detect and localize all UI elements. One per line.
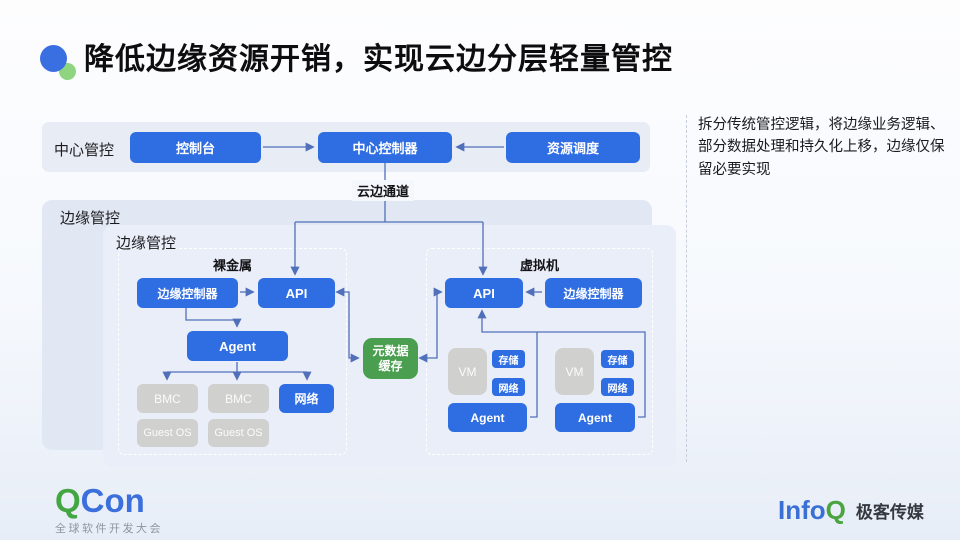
bm-network-node: 网络 — [279, 384, 334, 413]
vertical-dashed-divider — [686, 115, 687, 462]
bare-metal-zone-label: 裸金属 — [212, 258, 252, 273]
bm-guest-os2-node: Guest OS — [208, 419, 269, 447]
title-bullet-blue-circle-icon — [40, 45, 67, 72]
qcon-logo: QCon 全球软件开发大会 — [55, 484, 163, 536]
metadata-cache-line2: 缓存 — [378, 358, 403, 373]
page-title: 降低边缘资源开销，实现云边分层轻量管控 — [84, 43, 673, 76]
resource-scheduler-node: 资源调度 — [506, 132, 640, 163]
vm-edge-controller-node: 边缘控制器 — [545, 278, 642, 308]
qcon-logo-q: Q — [55, 482, 81, 519]
metadata-cache-node: 元数据 缓存 — [363, 338, 418, 379]
console-node: 控制台 — [130, 132, 261, 163]
vm-api-node: API — [445, 278, 523, 308]
bm-guest-os1-node: Guest OS — [137, 419, 198, 447]
vm-zone-label: 虚拟机 — [519, 258, 559, 273]
qcon-logo-con: Con — [80, 482, 145, 519]
qcon-subtitle: 全球软件开发大会 — [55, 523, 163, 535]
central-controller-node: 中心控制器 — [318, 132, 452, 163]
vm1-agent-node: Agent — [448, 403, 527, 432]
side-note: 拆分传统管控逻辑，将边缘业务逻辑、部分数据处理和持久化上移，边缘仅保留必要实现 — [698, 117, 945, 178]
infoq-media-label: 极客传媒 — [855, 502, 924, 522]
infoq-logo: InfoQ 极客传媒 — [778, 497, 924, 523]
vm1-storage-node: 存储 — [492, 350, 525, 368]
bm-agent-node: Agent — [187, 331, 288, 361]
vm2-network-node: 网络 — [601, 378, 634, 396]
vm2-node: VM — [555, 348, 594, 395]
central-control-label: 中心管控 — [54, 142, 115, 159]
bm-api-node: API — [258, 278, 335, 308]
bm-bmc2-node: BMC — [208, 384, 269, 413]
infoq-logo-info: Info — [778, 495, 826, 525]
edge-control-outer-label: 边缘管控 — [60, 210, 121, 227]
edge-control-inner-label: 边缘管控 — [116, 235, 177, 252]
bm-edge-controller-node: 边缘控制器 — [137, 278, 238, 308]
vm2-storage-node: 存储 — [601, 350, 634, 368]
vm1-network-node: 网络 — [492, 378, 525, 396]
infoq-logo-q: Q — [825, 495, 846, 525]
vm2-agent-node: Agent — [555, 403, 635, 432]
vm1-node: VM — [448, 348, 487, 395]
cloud-edge-channel-label: 云边通道 — [352, 180, 415, 201]
metadata-cache-line1: 元数据 — [372, 343, 409, 358]
bm-bmc1-node: BMC — [137, 384, 198, 413]
